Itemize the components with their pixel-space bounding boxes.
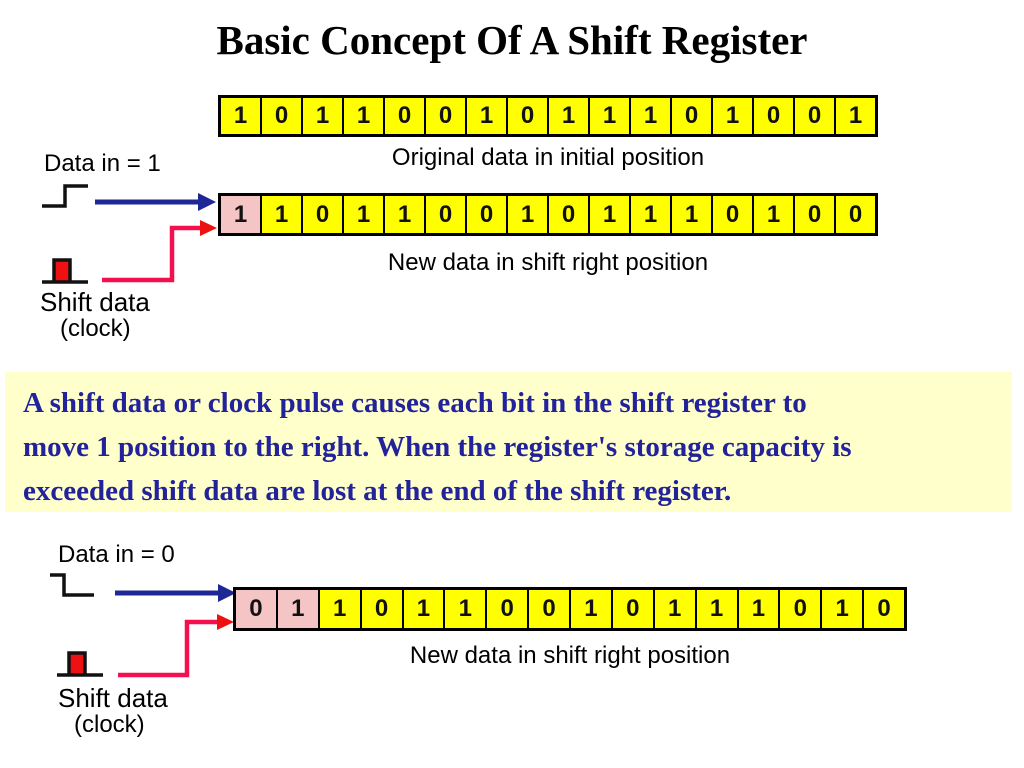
register-cell: 1 [589,97,630,135]
register-cell: 1 [466,97,507,135]
register-cell: 1 [695,589,738,629]
register-cell: 0 [507,97,548,135]
register-cell: 0 [548,195,589,234]
data-in-arrow-2 [115,584,236,602]
register-cell: 1 [630,195,671,234]
register-cell: 1 [630,97,671,135]
register-cell: 1 [220,97,261,135]
clock-label-1: (clock) [60,315,131,342]
register-cell: 1 [737,589,780,629]
register-cell: 0 [753,97,794,135]
info-line-3: exceeded shift data are lost at the end … [23,475,732,507]
step-up-waveform-icon [42,184,88,208]
shift-clock-arrow-1 [102,220,217,283]
register-cell: 0 [712,195,753,234]
step-down-waveform-icon [50,573,94,597]
info-box: A shift data or clock pulse causes each … [5,372,1012,512]
shift-data-label-2: Shift data [58,683,168,713]
register-cell: 1 [712,97,753,135]
register-cell: 1 [548,97,589,135]
register-cell: 0 [528,589,570,629]
register-cell: 1 [653,589,696,629]
register-cell: 1 [261,195,302,234]
register-cell: 1 [276,589,319,629]
register-cell: 0 [486,589,529,629]
register-cell: 0 [261,97,302,135]
info-line-2: move 1 position to the right. When the r… [23,431,852,463]
register-cell: 0 [779,589,822,629]
register-cell: 0 [835,195,876,234]
register-cell: 0 [235,589,277,629]
register-cell: 0 [794,195,835,234]
register-cell: 1 [343,97,384,135]
register-cell: 0 [794,97,835,135]
register-cell: 1 [589,195,630,234]
data-in-0-label: Data in = 0 [58,541,175,568]
clock-pulse-icon-1 [42,258,88,284]
caption-original-data: Original data in initial position [391,144,705,171]
register-cell: 1 [821,589,864,629]
clock-pulse-icon-2 [57,651,103,677]
shift-data-label-1: Shift data [40,287,150,317]
register-cell: 0 [425,97,466,135]
register-cell: 1 [343,195,384,234]
register-cell: 1 [384,195,425,234]
register-cell: 0 [466,195,507,234]
page-title: Basic Concept Of A Shift Register [216,17,808,63]
register-cell: 0 [384,97,425,135]
data-in-1-label: Data in = 1 [44,150,161,177]
register-cell: 1 [302,97,343,135]
register-cell: 0 [611,589,654,629]
register-cell: 1 [402,589,445,629]
info-line-1: A shift data or clock pulse causes each … [23,387,807,419]
register-cell: 1 [835,97,876,135]
register-cell: 1 [753,195,794,234]
register-cell: 1 [444,589,487,629]
register-cell: 0 [425,195,466,234]
shift-clock-arrow-2 [118,614,234,678]
caption-new-data-2: New data in shift right position [409,642,731,669]
register-cell: 0 [671,97,712,135]
data-in-arrow-1 [95,193,216,211]
register-cell: 1 [570,589,612,629]
clock-label-2: (clock) [74,711,145,738]
caption-new-data-1: New data in shift right position [387,249,709,276]
register-cell: 0 [302,195,343,234]
register-cell: 1 [507,195,548,234]
register-cell: 1 [318,589,361,629]
register-cell: 0 [863,589,905,629]
register-cell: 1 [220,195,261,234]
register-cell: 1 [671,195,712,234]
register-cell: 0 [360,589,403,629]
